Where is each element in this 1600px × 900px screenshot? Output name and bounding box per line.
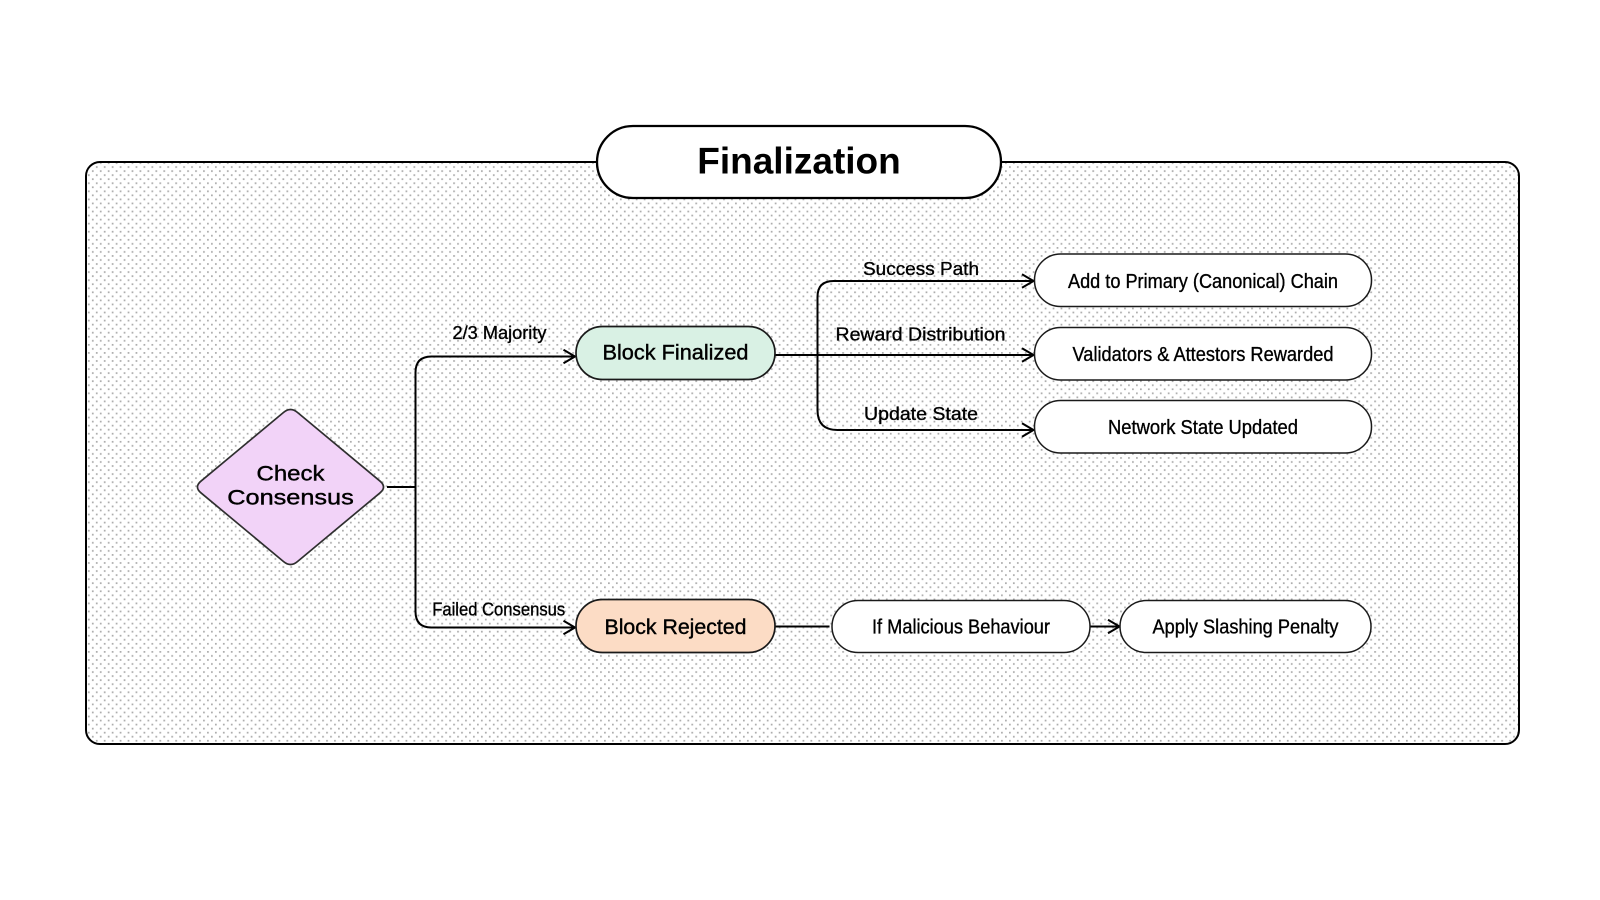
svg-text:Block Finalized: Block Finalized [603, 342, 749, 365]
svg-text:Reward Distribution: Reward Distribution [836, 325, 1006, 345]
svg-text:Check: Check [257, 463, 326, 486]
svg-text:Consensus: Consensus [227, 487, 354, 510]
svg-text:Finalization: Finalization [697, 141, 901, 182]
svg-text:Add to Primary (Canonical) Cha: Add to Primary (Canonical) Chain [1068, 271, 1338, 293]
svg-text:If Malicious Behaviour: If Malicious Behaviour [872, 617, 1050, 639]
svg-text:Failed Consensus: Failed Consensus [432, 600, 565, 620]
svg-text:Block Rejected: Block Rejected [605, 616, 747, 639]
svg-text:2/3 Majority: 2/3 Majority [453, 323, 547, 343]
svg-text:Validators & Attestors Rewarde: Validators & Attestors Rewarded [1073, 344, 1334, 366]
svg-text:Update State: Update State [864, 404, 978, 424]
svg-text:Success Path: Success Path [863, 259, 979, 279]
svg-text:Apply Slashing Penalty: Apply Slashing Penalty [1153, 617, 1339, 639]
svg-text:Network State Updated: Network State Updated [1108, 417, 1298, 439]
